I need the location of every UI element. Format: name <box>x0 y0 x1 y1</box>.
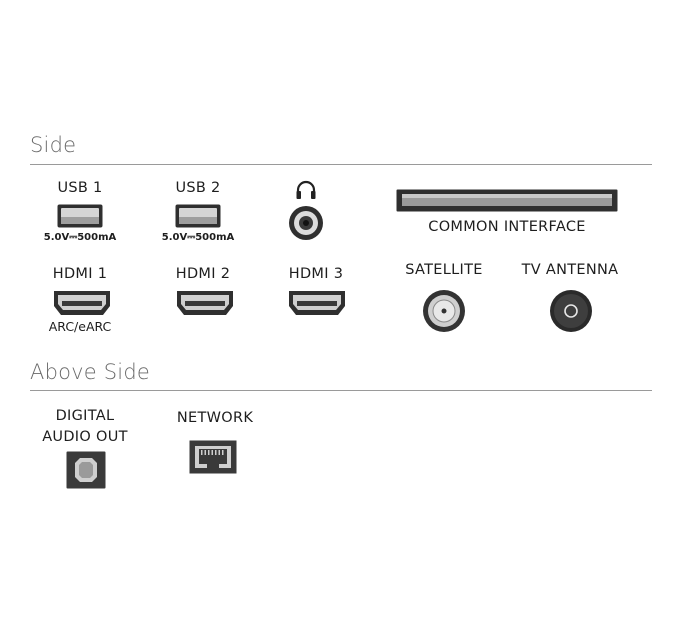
digital-audio-out-label-line1: DIGITAL <box>55 408 115 424</box>
optical-port-icon <box>66 451 106 489</box>
section-divider-side <box>30 164 652 165</box>
common-interface-slot-icon <box>396 189 618 212</box>
tv-antenna-label: TV ANTENNA <box>521 262 619 278</box>
hdmi2-port-icon <box>177 291 233 315</box>
hdmi3-label: HDMI 3 <box>288 266 344 282</box>
digital-audio-out-label: DIGITAL AUDIO OUT <box>30 406 140 448</box>
section-title-side: Side <box>30 133 77 157</box>
satellite-connector-icon <box>423 290 465 332</box>
usb1-label: USB 1 <box>57 180 103 196</box>
usb2-port-icon <box>175 204 221 228</box>
usb2-rating: 5.0V⎓500mA <box>161 232 235 243</box>
section-divider-above-side <box>30 390 652 391</box>
hdmi1-label: HDMI 1 <box>52 266 108 282</box>
usb1-port-icon <box>57 204 103 228</box>
usb2-label: USB 2 <box>175 180 221 196</box>
hdmi1-arc-note: ARC/eARC <box>48 319 112 334</box>
digital-audio-out-label-line2: AUDIO OUT <box>42 429 128 445</box>
ethernet-port-icon <box>189 440 237 474</box>
hdmi2-label: HDMI 2 <box>175 266 231 282</box>
hdmi3-port-icon <box>289 291 345 315</box>
tv-antenna-connector-icon <box>550 290 592 332</box>
section-title-above-side: Above Side <box>30 360 150 384</box>
hdmi1-port-icon <box>54 291 110 315</box>
usb1-rating: 5.0V⎓500mA <box>43 232 117 243</box>
network-label: NETWORK <box>176 410 254 426</box>
headphones-icon <box>296 180 316 199</box>
common-interface-label: COMMON INTERFACE <box>428 219 586 235</box>
satellite-label: SATELLITE <box>405 262 483 278</box>
headphone-jack-icon <box>289 206 323 240</box>
